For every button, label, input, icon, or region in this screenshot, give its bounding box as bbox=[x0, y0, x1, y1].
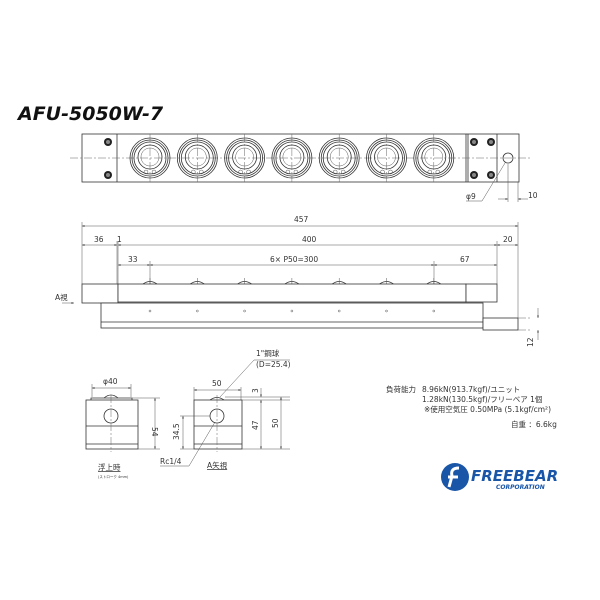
dim-last: 67 bbox=[460, 255, 470, 264]
logo-name: FREEBEAR bbox=[471, 467, 558, 485]
load-capacity-unit: 8.96kN(913.7kgf)/ユニット bbox=[422, 385, 520, 394]
mounting-hole bbox=[243, 309, 246, 313]
drawing-title: AFU-5050W-7 bbox=[16, 103, 164, 125]
mounting-hole bbox=[432, 309, 436, 313]
side-view-floating: φ40 54 浮上時 (ストローク 4mm) bbox=[85, 377, 160, 479]
floating-sublabel: (ストローク 4mm) bbox=[98, 474, 129, 479]
weight: 自重 ：6.6kg bbox=[511, 419, 557, 429]
dim-height: 12 bbox=[526, 337, 535, 347]
ball-transfer-unit bbox=[176, 134, 218, 182]
dim-right: 20 bbox=[503, 235, 513, 244]
ball-transfer-unit bbox=[318, 134, 360, 182]
ball-diameter: (D=25.4) bbox=[256, 360, 291, 369]
ball-transfer-unit bbox=[366, 134, 407, 182]
dim-left: 36 bbox=[94, 235, 104, 244]
floating-label: 浮上時 bbox=[98, 462, 121, 472]
load-capacity-label: 負荷能力 bbox=[386, 384, 416, 394]
dim-body: 400 bbox=[302, 235, 317, 244]
ball-transfer-unit bbox=[224, 134, 266, 182]
logo-sub: CORPORATION bbox=[496, 484, 545, 491]
mounting-hole bbox=[196, 309, 199, 313]
mounting-hole bbox=[337, 309, 341, 313]
dim-34-5: 34.5 bbox=[172, 423, 181, 440]
ball-transfer-unit bbox=[413, 134, 455, 182]
mounting-hole bbox=[290, 309, 294, 313]
top-view: φ9 10 bbox=[70, 133, 538, 202]
freebear-logo: FREEBEAR CORPORATION bbox=[441, 463, 558, 491]
front-view: 457 36 1 400 20 33 6× P50=300 67 12 A視 bbox=[55, 215, 539, 347]
ball-label: 1"鋼球 bbox=[256, 348, 280, 358]
dim-50: 50 bbox=[271, 418, 280, 428]
dim-gap: 1 bbox=[117, 235, 122, 244]
mounting-hole bbox=[385, 309, 388, 313]
view-a-label: A視 bbox=[55, 293, 68, 302]
dim-ball-diameter: φ40 bbox=[103, 377, 118, 386]
port-label: Rc1/4 bbox=[160, 457, 182, 466]
dim-pitch: 6× P50=300 bbox=[270, 255, 318, 264]
dim-47: 47 bbox=[251, 420, 260, 430]
load-capacity-each: 1.28kN(130.5kgf)/フリーベア 1個 bbox=[422, 394, 542, 404]
dim-floating-height: 54 bbox=[150, 427, 159, 437]
ball-transfer-unit bbox=[271, 134, 313, 182]
air-port-hole bbox=[502, 152, 514, 164]
side-view-a: 50 34.5 3 47 50 1"鋼球 (D=25.4) Rc1/4 A矢視 bbox=[160, 348, 291, 470]
mounting-hole bbox=[148, 309, 152, 313]
view-a-title: A矢視 bbox=[207, 460, 228, 470]
air-pressure: ※使用空気圧 0.50MPa (5.1kgf/cm²) bbox=[424, 404, 551, 414]
ball-transfer-unit bbox=[129, 134, 171, 182]
dim-total: 457 bbox=[294, 215, 309, 224]
dim-first: 33 bbox=[128, 255, 138, 264]
dim-width: 50 bbox=[212, 379, 222, 388]
dim-3: 3 bbox=[251, 388, 260, 393]
hole-diameter-label: φ9 bbox=[466, 192, 476, 201]
specifications: 負荷能力 8.96kN(913.7kgf)/ユニット 1.28kN(130.5k… bbox=[386, 384, 557, 429]
dim-10: 10 bbox=[528, 191, 538, 200]
